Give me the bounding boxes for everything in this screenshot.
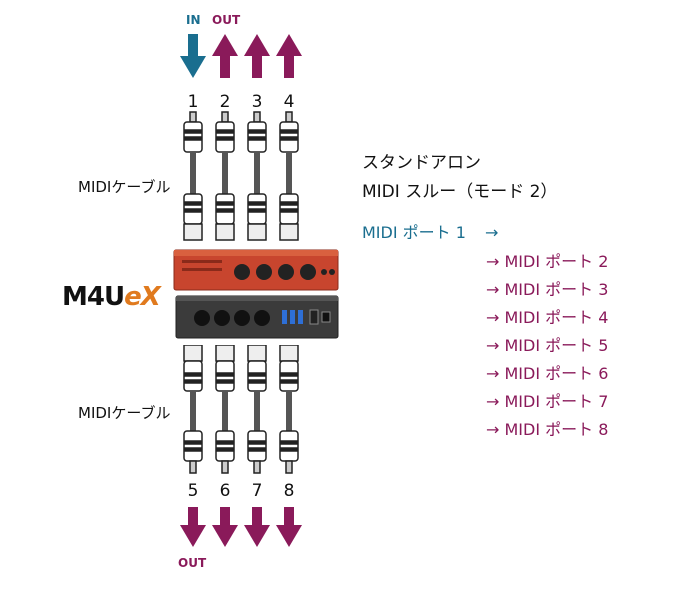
route-target-5: → MIDI ポート 5: [486, 332, 608, 356]
arrow-right-icon: →: [486, 280, 500, 299]
arrow-right-icon: →: [486, 420, 500, 439]
arrow-right-icon: →: [486, 392, 500, 411]
device-image: [173, 249, 339, 339]
arrow-up-icon: [212, 34, 238, 78]
logo-main: M4U: [62, 282, 125, 312]
cable-label-bottom: MIDIケーブル: [78, 404, 171, 422]
port-number-3: 3: [251, 92, 263, 112]
arrow-down-icon: [276, 507, 302, 547]
route-source: MIDI ポート 1 →: [362, 219, 498, 243]
midi-cable-icon: [183, 111, 299, 241]
arrow-right-icon: →: [486, 308, 500, 327]
route-target-3: → MIDI ポート 3: [486, 276, 608, 300]
bottom-port-diagram: [180, 345, 302, 547]
mode-title-line2: MIDI スルー（モード 2）: [362, 182, 558, 202]
mode-title-line1: スタンドアロン: [362, 153, 481, 173]
route-target-8: → MIDI ポート 8: [486, 416, 608, 440]
port-number-2: 2: [219, 92, 231, 112]
route-target-6: → MIDI ポート 6: [486, 360, 608, 384]
route-target-label: MIDI ポート 7: [504, 392, 609, 411]
route-target-label: MIDI ポート 4: [504, 308, 609, 327]
arrow-right-icon: →: [486, 336, 500, 355]
port-number-8: 8: [283, 481, 295, 501]
route-target-label: MIDI ポート 3: [504, 280, 609, 299]
route-target-label: MIDI ポート 8: [504, 420, 609, 439]
route-target-label: MIDI ポート 2: [504, 252, 609, 271]
route-source-label: MIDI ポート 1: [362, 223, 466, 242]
port-number-7: 7: [251, 481, 263, 501]
port-number-5: 5: [187, 481, 199, 501]
out-label-bottom: OUT: [178, 556, 207, 570]
arrow-right-icon: →: [486, 252, 500, 271]
port-number-4: 4: [283, 92, 295, 112]
port-number-1: 1: [187, 92, 199, 112]
product-logo: M4UeX: [62, 282, 161, 312]
route-target-4: → MIDI ポート 4: [486, 304, 608, 328]
arrow-up-icon: [244, 34, 270, 78]
arrow-down-icon: [244, 507, 270, 547]
port-number-6: 6: [219, 481, 231, 501]
out-label-top: OUT: [212, 13, 241, 27]
route-source-arrow: →: [485, 223, 499, 242]
arrow-down-icon: [212, 507, 238, 547]
arrow-right-icon: →: [486, 364, 500, 383]
cable-label-top: MIDIケーブル: [78, 178, 171, 196]
route-target-2: → MIDI ポート 2: [486, 248, 608, 272]
arrow-down-icon: [180, 34, 206, 78]
route-target-label: MIDI ポート 5: [504, 336, 609, 355]
logo-suffix: eX: [124, 282, 161, 312]
arrow-down-icon: [180, 507, 206, 547]
route-target-7: → MIDI ポート 7: [486, 388, 608, 412]
arrow-up-icon: [276, 34, 302, 78]
in-label: IN: [186, 13, 201, 27]
midi-cable-icon: [183, 345, 299, 474]
top-port-diagram: [180, 34, 302, 241]
route-target-label: MIDI ポート 6: [504, 364, 609, 383]
